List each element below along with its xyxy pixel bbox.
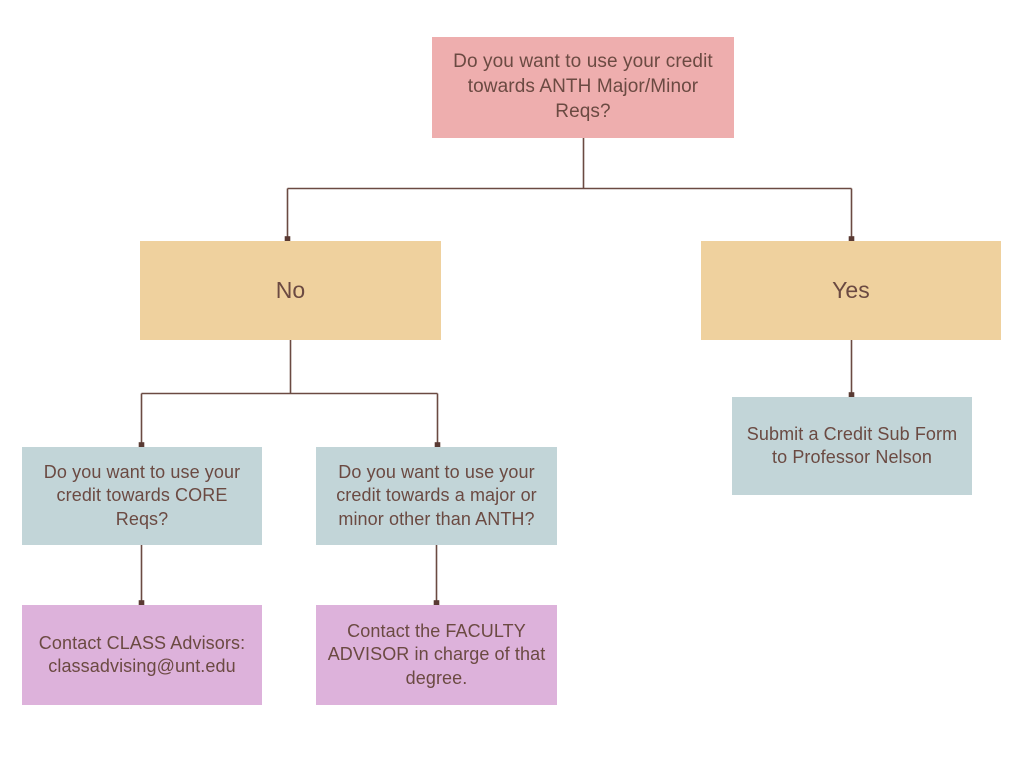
node-other-major-question[interactable]: Do you want to use your credit towards a…: [316, 447, 557, 545]
node-faculty-advisor-action[interactable]: Contact the FACULTY ADVISOR in charge of…: [316, 605, 557, 705]
node-other-major-question-label: Do you want to use your credit towards a…: [336, 461, 537, 529]
node-faculty-advisor-action-label: Contact the FACULTY ADVISOR in charge of…: [327, 620, 546, 688]
node-answer-yes-label: Yes: [832, 276, 870, 303]
node-root-question[interactable]: Do you want to use your credit towards A…: [432, 37, 734, 138]
node-root-question-label: Do you want to use your credit towards A…: [453, 51, 713, 122]
node-answer-no[interactable]: No: [140, 241, 441, 340]
node-credit-sub-action[interactable]: Submit a Credit Sub Form to Professor Ne…: [732, 397, 972, 495]
node-core-reqs-question[interactable]: Do you want to use your credit towards C…: [22, 447, 262, 545]
node-class-advisors-action-label: Contact CLASS Advisors: classadvising@un…: [38, 632, 246, 676]
node-core-reqs-question-label: Do you want to use your credit towards C…: [43, 461, 241, 529]
node-class-advisors-action[interactable]: Contact CLASS Advisors: classadvising@un…: [22, 605, 262, 705]
node-credit-sub-action-label: Submit a Credit Sub Form to Professor Ne…: [746, 423, 958, 467]
node-answer-yes[interactable]: Yes: [701, 241, 1001, 340]
node-answer-no-label: No: [275, 276, 306, 303]
